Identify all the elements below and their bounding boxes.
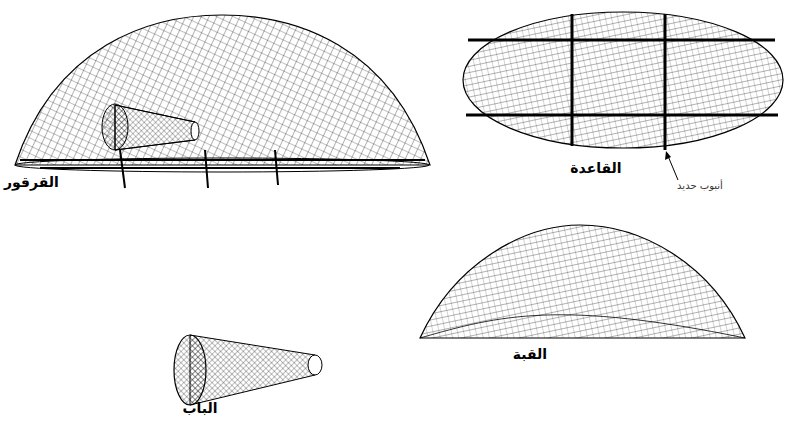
part-label: القرقور [4, 174, 59, 190]
callout-label: أنبوب حديد [677, 180, 723, 191]
dome-shape [420, 225, 745, 338]
door-mouth [174, 335, 206, 405]
base-part [463, 12, 783, 180]
iron-bar [664, 14, 667, 150]
door-cone [190, 335, 315, 405]
base-bar [205, 150, 208, 188]
part-label: الباب [182, 400, 217, 416]
leader-arrowhead [665, 151, 671, 160]
part-label: القبة [513, 346, 547, 362]
door-end [191, 122, 199, 140]
base-ellipse [463, 12, 783, 148]
base-bar [20, 159, 425, 161]
iron-bar [468, 39, 775, 42]
leader-line [668, 156, 678, 180]
door-part [174, 335, 322, 405]
base-bar [40, 167, 400, 169]
iron-bar [571, 14, 574, 146]
assembled-trap [15, 15, 430, 188]
part-label: القاعدة [570, 160, 621, 176]
iron-bar [466, 114, 778, 117]
base-bar [275, 150, 278, 185]
dome-rim [420, 315, 745, 338]
dome-part [420, 225, 745, 338]
trap-base-rim [15, 158, 429, 172]
base-bar [120, 150, 125, 188]
door-mouth [102, 104, 128, 150]
trap-dome [15, 15, 430, 165]
door-end [308, 355, 322, 375]
